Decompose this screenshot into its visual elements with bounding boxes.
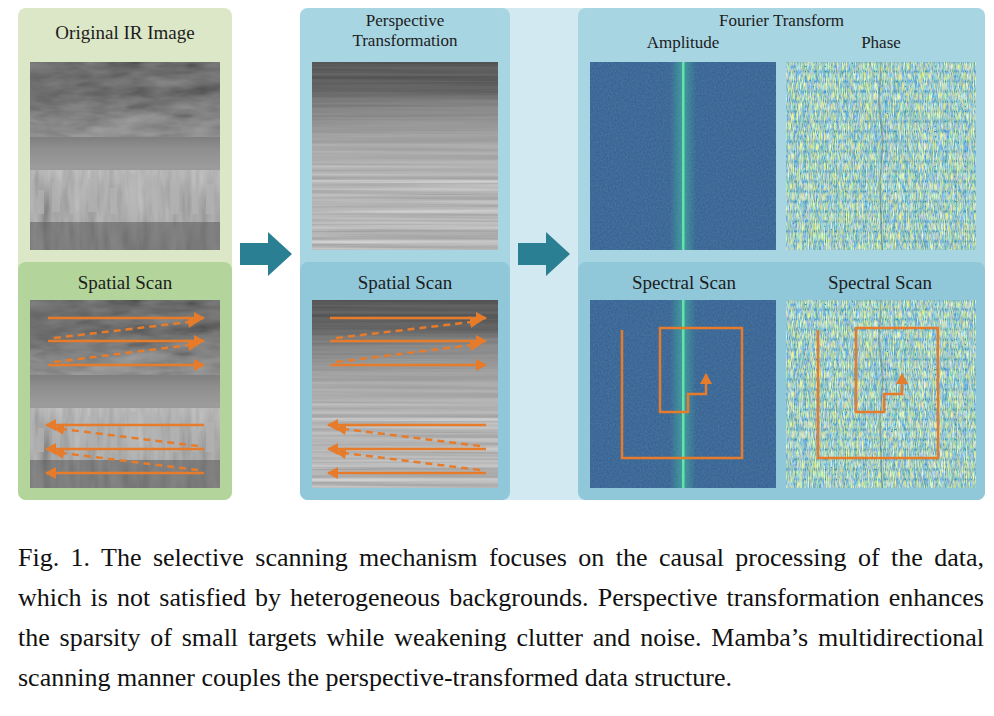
panel-heading: Phase [786,33,976,53]
panel-heading: Spectral Scan [782,272,978,294]
ir-image [30,62,220,250]
panel-heading: Spatial Scan [300,272,510,294]
spatial-scan-arrows [328,318,486,473]
blue-backdrop [300,8,985,500]
amplitude-spectrum [590,62,776,250]
panel-heading: Original IR Image [18,22,232,44]
panel-heading: Amplitude [590,33,776,53]
panel-heading: Spectral Scan [586,272,782,294]
panel-heading: Fourier Transform [578,11,985,31]
spatial-scan-arrows [46,318,204,473]
amplitude-spectrum [590,300,776,488]
input-panel: Original IR ImageSpatial Scan [18,8,232,500]
transform-panel: Perspective TransformationSpatial Scan [300,8,510,500]
flow-arrow [240,232,292,276]
transformed-image [312,300,498,488]
ir-image [30,300,220,488]
spectral-scan-panel: Spectral ScanSpectral Scan [578,262,985,500]
phase-spectrum [786,300,976,488]
phase-image-box: Phase [786,33,976,250]
phase-spectrum [786,62,976,250]
fourier-panel: Fourier TransformAmplitude PhaseSpectral … [578,8,985,500]
spectral-scan-spiral [622,328,742,458]
panel-heading: Spatial Scan [18,272,232,294]
scan-panel: Spatial Scan [18,262,232,500]
flow-arrow [518,232,570,276]
panel-heading: Perspective Transformation [320,11,490,50]
scan-panel: Spatial Scan [300,262,510,500]
spectral-scan-spiral [818,328,938,458]
figure-caption: Fig. 1. The selective scanning mechanism… [18,538,984,698]
transformed-image [312,62,498,250]
amplitude-image-box: Amplitude [590,33,776,250]
